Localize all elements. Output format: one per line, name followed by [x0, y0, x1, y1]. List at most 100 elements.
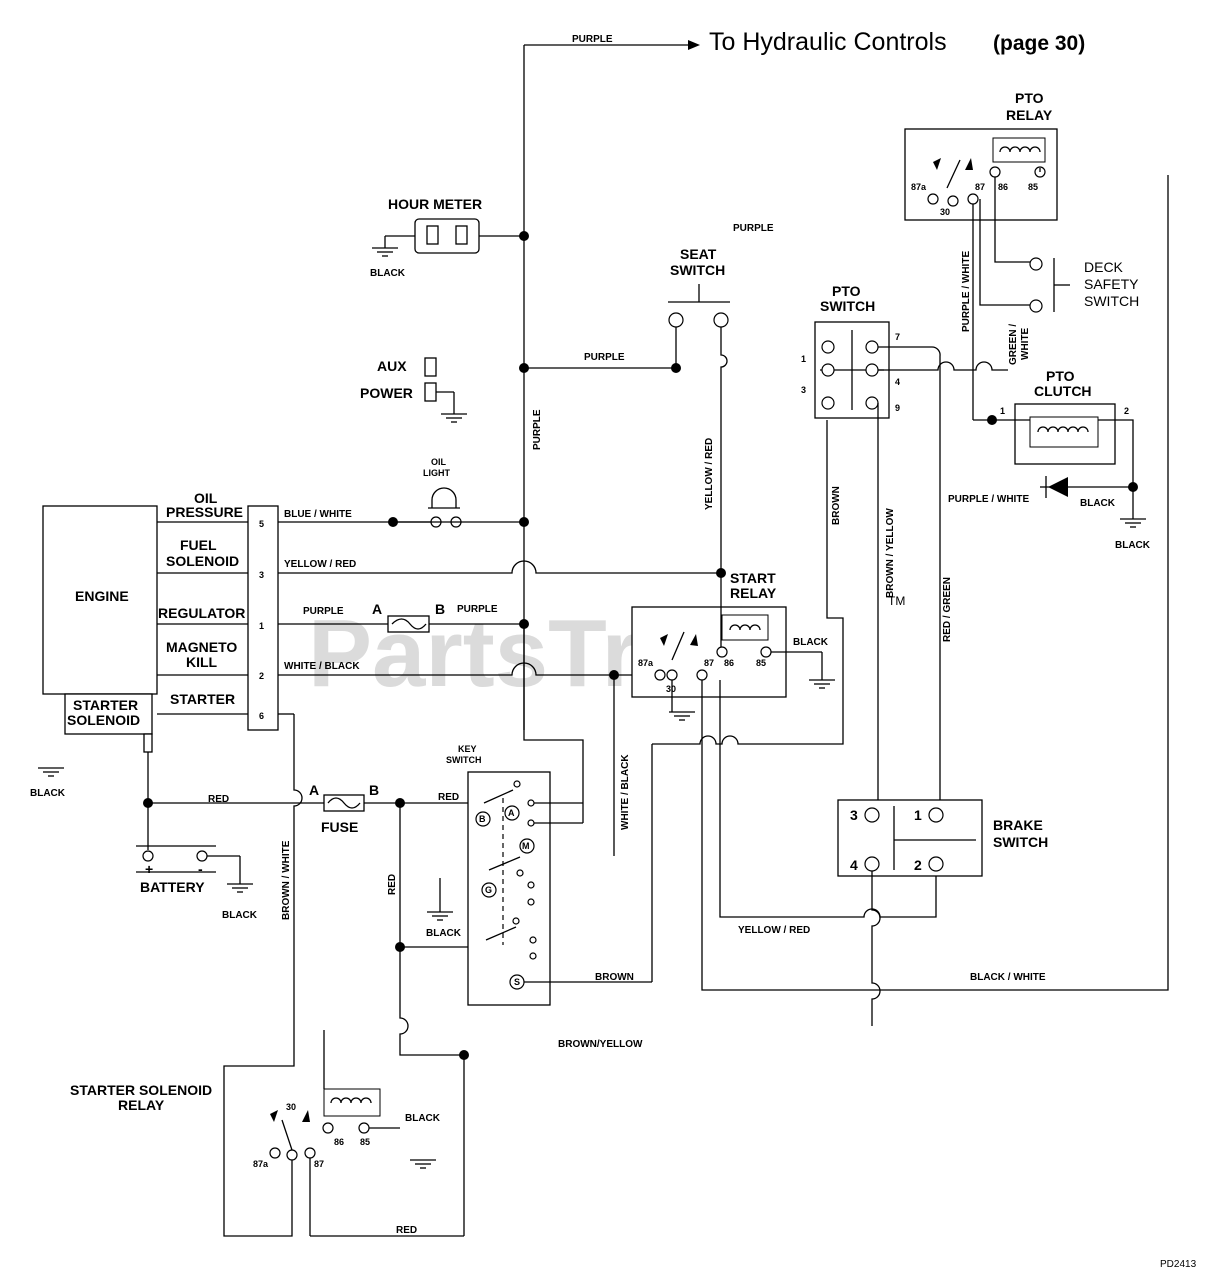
pto-switch-pin-7: 7 — [895, 332, 900, 342]
battery-negative — [196, 850, 208, 862]
deck-switch-terminal-b — [1029, 299, 1043, 313]
engine-block — [42, 505, 158, 695]
ss-relay-pin-87a: 87a — [253, 1159, 269, 1169]
svg-text:G: G — [485, 885, 492, 895]
wire-label-brown-yellow-bottom: BROWN/YELLOW — [558, 1039, 643, 1050]
key-switch-label-1: KEY — [458, 744, 477, 754]
pto-relay-pin-85: 85 — [1028, 182, 1038, 192]
pto-relay-label-1: PTO — [1015, 90, 1044, 106]
fuel-solenoid-label-2: SOLENOID — [166, 553, 239, 569]
fuel-solenoid-label-1: FUEL — [180, 537, 217, 553]
start-relay-pin-86: 86 — [724, 658, 734, 668]
start-relay-pin-87a: 87a — [638, 658, 654, 668]
connector-pin-5: 5 — [259, 519, 264, 529]
brake-switch-label-1: BRAKE — [993, 817, 1043, 833]
wire-label-black-battery: BLACK — [222, 910, 258, 921]
svg-text:A: A — [508, 808, 515, 818]
oil-light-lamp — [431, 487, 457, 508]
aux-label: AUX — [377, 358, 407, 374]
wire-label-blue-white: BLUE / WHITE — [284, 509, 352, 520]
coil-icon — [999, 146, 1041, 153]
pto-clutch — [1014, 403, 1116, 465]
wire-label-red-key: RED — [438, 792, 459, 803]
seat-switch-terminal-a — [668, 312, 684, 328]
pto-switch-pin-3: 3 — [801, 385, 806, 395]
coil-icon — [729, 624, 761, 631]
pto-clutch-pin-2: 2 — [1124, 406, 1129, 416]
pto-switch-label-1: PTO — [832, 283, 861, 299]
pto-clutch-label-1: PTO — [1046, 368, 1075, 384]
wire-label-red-battery: RED — [208, 794, 229, 805]
connector-pin-3: 3 — [259, 570, 264, 580]
seat-switch-label-2: SWITCH — [670, 262, 725, 278]
regulator-fuse-pin-a: A — [372, 601, 382, 617]
hour-meter — [414, 218, 480, 254]
battery-pin-positive: + — [145, 861, 153, 877]
seat-switch-label-1: SEAT — [680, 246, 717, 262]
brake-pin-2: 2 — [914, 857, 922, 873]
fuse-pin-b: B — [369, 782, 379, 798]
footer-code: PD2413 — [1160, 1259, 1197, 1270]
pto-relay-pin-87a: 87a — [911, 182, 927, 192]
oil-pressure-label-1: OIL — [194, 490, 218, 506]
key-position-m — [519, 838, 535, 854]
ss-relay-pin-87: 87 — [314, 1159, 324, 1169]
wire-label-brown-white: BROWN / WHITE — [281, 840, 292, 920]
brake-pin-3: 3 — [850, 807, 858, 823]
start-relay-pin-85: 85 — [756, 658, 766, 668]
pto-switch-pin-9: 9 — [895, 403, 900, 413]
deck-switch-label-1: DECK — [1084, 259, 1124, 275]
aux-terminal — [424, 357, 437, 377]
magneto-kill-label-2: KILL — [186, 654, 218, 670]
brake-pin-1: 1 — [914, 807, 922, 823]
wire-label-purple-mid: PURPLE — [584, 352, 625, 363]
engine-connector — [247, 505, 279, 731]
seat-switch-terminal-b — [713, 312, 729, 328]
arrow-icon — [688, 40, 700, 50]
starter-solenoid-relay-label-1: STARTER SOLENOID — [70, 1082, 212, 1098]
key-position-g — [481, 882, 497, 898]
fuse-label: FUSE — [321, 819, 358, 835]
fuse-pin-a: A — [309, 782, 319, 798]
wire-label-yellow-red-fuel: YELLOW / RED — [284, 559, 356, 570]
brake-pin-4: 4 — [850, 857, 858, 873]
regulator-fuse-pin-b: B — [435, 601, 445, 617]
deck-switch-label-2: SAFETY — [1084, 276, 1139, 292]
wire-label-black-hour: BLACK — [370, 268, 406, 279]
diode-icon — [1048, 477, 1068, 497]
start-relay-pin-30: 30 — [666, 684, 676, 694]
ss-relay-pin-30: 30 — [286, 1102, 296, 1112]
wire-label-black-key: BLACK — [426, 928, 462, 939]
deck-switch-label-3: SWITCH — [1084, 293, 1139, 309]
wire-label-green-white-1: GREEN / — [1008, 324, 1019, 365]
ground-icon — [669, 711, 695, 721]
ground-icon — [809, 679, 835, 689]
oil-pressure-label-2: PRESSURE — [166, 504, 243, 520]
pto-relay-pin-30: 30 — [940, 207, 950, 217]
wire-label-red-vertical: RED — [387, 874, 398, 895]
wire-label-green-white-2: WHITE — [1020, 327, 1031, 360]
wire-label-black-clutch-ground: BLACK — [1115, 540, 1151, 551]
wire-label-purple-top: PURPLE — [572, 34, 613, 45]
ground-icon — [1120, 518, 1146, 528]
wire-label-black-engine: BLACK — [30, 788, 66, 799]
ground-icon — [372, 247, 398, 257]
brake-switch — [837, 799, 983, 877]
ground-icon — [427, 911, 453, 921]
wire-label-purple-regulator: PURPLE — [303, 606, 344, 617]
wire-label-red-green: RED / GREEN — [942, 577, 953, 642]
wire-label-black-white: BLACK / WHITE — [970, 972, 1046, 983]
page-title: To Hydraulic Controls — [709, 28, 947, 56]
wire-label-black-start-relay: BLACK — [793, 637, 829, 648]
battery-pin-negative: - — [198, 861, 203, 877]
pto-switch-pin-4: 4 — [895, 377, 900, 387]
coil-icon — [1037, 426, 1089, 433]
starter-solenoid-relay-label-2: RELAY — [118, 1097, 165, 1113]
pto-relay-label-2: RELAY — [1006, 107, 1053, 123]
engine-label: ENGINE — [75, 588, 129, 604]
connector-pin-2: 2 — [259, 671, 264, 681]
pto-switch-pin-1: 1 — [801, 354, 806, 364]
starter-solenoid-block — [64, 693, 153, 735]
pto-relay-pin-87: 87 — [975, 182, 985, 192]
